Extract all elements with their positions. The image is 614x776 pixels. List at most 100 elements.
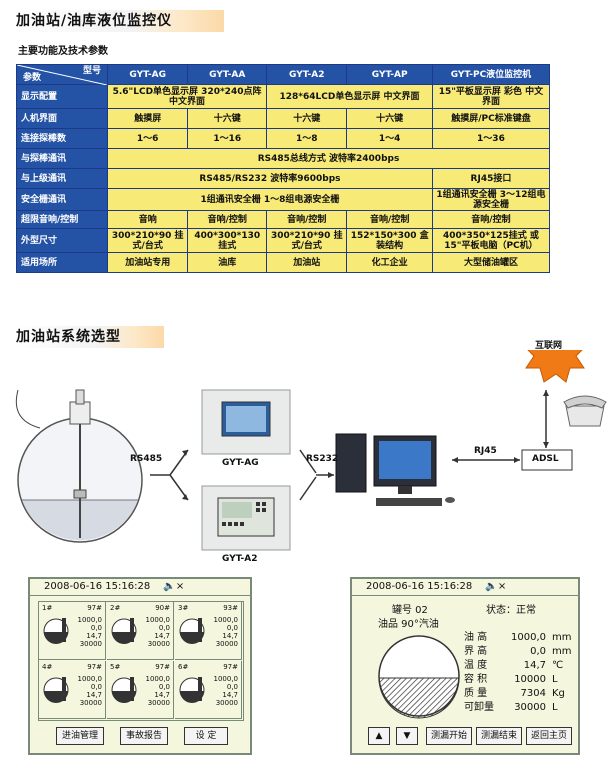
speaker-mute-icon: 🔈×: [485, 581, 507, 592]
tank-value: 30000: [147, 640, 170, 648]
single-tank-screen: 2008-06-16 15:16:28 🔈× 罐号 02 状态：正常 油品 90…: [350, 577, 580, 755]
section-title-monitor: 加油站/油库液位监控仪: [16, 13, 173, 29]
tank-no: 2#: [110, 604, 121, 612]
return-home-button[interactable]: 返回主页: [526, 727, 572, 745]
spec-header-row: 型号 参数 GYT-AG GYT-AA GYT-A2 GYT-AP GYT-PC…: [16, 64, 551, 85]
fuel-type: 油品 90°汽油: [378, 619, 439, 630]
speaker-mute-icon: 🔈×: [163, 581, 185, 592]
mini-tank-icon: [179, 677, 205, 703]
tank-value: 30000: [215, 640, 238, 648]
device-a2-label: GYT-A2: [222, 554, 258, 564]
internet-burst-icon: [523, 323, 587, 383]
spec-cell: 300*210*90 挂式/台式: [266, 228, 348, 253]
spec-row-label: 人机界面: [16, 108, 108, 129]
tank-value: 1000,0: [77, 616, 103, 624]
reading-value: 1000,0: [511, 632, 546, 643]
reading-key: 温 度: [464, 660, 488, 671]
settings-button[interactable]: 设 定: [184, 727, 228, 745]
storage-tank-icon: [15, 389, 143, 543]
mini-tank-icon: [179, 618, 205, 644]
leak-test-end-button[interactable]: 测漏结束: [476, 727, 522, 745]
spec-cell: 400*300*130 挂式: [187, 228, 268, 253]
datetime: 2008-06-16 15:16:28: [44, 581, 151, 592]
spec-cell: 400*350*125挂式 或15"平板电脑（PC机）: [431, 228, 551, 253]
tank-value: 0,0: [158, 683, 170, 691]
reading-unit: ℃: [552, 660, 564, 671]
reading-value: 30000: [514, 702, 546, 713]
internet-label: 互联网: [535, 341, 563, 351]
reading-unit: L: [552, 702, 558, 713]
spec-corner: 型号 参数: [16, 64, 108, 85]
spec-cell: 128*64LCD单色显示屏 中文界面: [266, 84, 433, 109]
spec-cell: 1～4: [346, 128, 433, 149]
spec-row-label: 连接探棒数: [16, 128, 108, 149]
down-arrow-button[interactable]: ▼: [396, 727, 418, 745]
spec-row: 超限音响/控制音响音响/控制音响/控制音响/控制音响/控制: [16, 210, 551, 229]
tank-no: 5#: [110, 663, 121, 671]
spec-cell: 15"平板显示屏 彩色 中文界面: [431, 84, 551, 109]
spec-cell: 加油站专用: [106, 252, 189, 273]
computer-icon: [335, 433, 455, 506]
device-ag-label: GYT-AG: [222, 458, 259, 468]
spec-table: 型号 参数 GYT-AG GYT-AA GYT-A2 GYT-AP GYT-PC…: [16, 64, 551, 273]
leak-test-start-button[interactable]: 测漏开始: [426, 727, 472, 745]
reading-unit: L: [552, 674, 558, 685]
mini-tank-icon: [111, 677, 137, 703]
adsl-box: [521, 449, 573, 471]
spec-cell: 大型储油罐区: [431, 252, 551, 273]
spec-cell: 加油站: [266, 252, 348, 273]
reading-key: 可卸量: [464, 702, 494, 713]
tank-value: 14,7: [154, 691, 170, 699]
system-diagram: RS485 RS232 RJ45 ADSL 互联网 GYT-AG GYT-A2: [0, 323, 614, 580]
spec-cell: 触摸屏/PC标准键盘: [431, 108, 551, 129]
tank-level-icon: [378, 635, 460, 719]
spec-cell: 音响/控制: [431, 210, 551, 229]
model-header: GYT-A2: [266, 64, 348, 85]
tank-no: 4#: [42, 663, 53, 671]
tank-value: 0,0: [226, 683, 238, 691]
mini-tank-icon: [111, 618, 137, 644]
spec-row-label: 适用场所: [16, 252, 108, 273]
reading-key: 质 量: [464, 688, 488, 699]
tank-fuel: 97#: [87, 604, 102, 612]
fuel-intake-button[interactable]: 进油管理: [56, 727, 104, 745]
tank-value: 14,7: [154, 632, 170, 640]
spec-cell: 1～6: [106, 128, 189, 149]
up-arrow-button[interactable]: ▲: [368, 727, 390, 745]
rs485-label: RS485: [130, 454, 163, 464]
tank-value: 30000: [79, 699, 102, 707]
incident-report-button[interactable]: 事故报告: [120, 727, 168, 745]
tank-no: 6#: [178, 663, 189, 671]
spec-row: 适用场所加油站专用油库加油站化工企业大型储油罐区: [16, 252, 551, 273]
section-title-system: 加油站系统选型: [16, 329, 121, 345]
reading-unit: mm: [552, 646, 572, 657]
reading-value: 0,0: [530, 646, 546, 657]
screen-header: 2008-06-16 15:16:28 🔈×: [30, 579, 250, 596]
section-banner-system: 加油站系统选型: [14, 326, 164, 348]
tank-value: 1000,0: [213, 675, 239, 683]
rs232-label: RS232: [306, 454, 339, 464]
spec-cell: 1～16: [187, 128, 268, 149]
spec-cell: 油库: [187, 252, 268, 273]
corner-diagonal: [17, 65, 107, 85]
spec-row: 人机界面触摸屏十六键十六键十六键触摸屏/PC标准键盘: [16, 108, 551, 129]
reading-value: 7304: [520, 688, 546, 699]
spec-row-label: 与上级通讯: [16, 168, 108, 189]
